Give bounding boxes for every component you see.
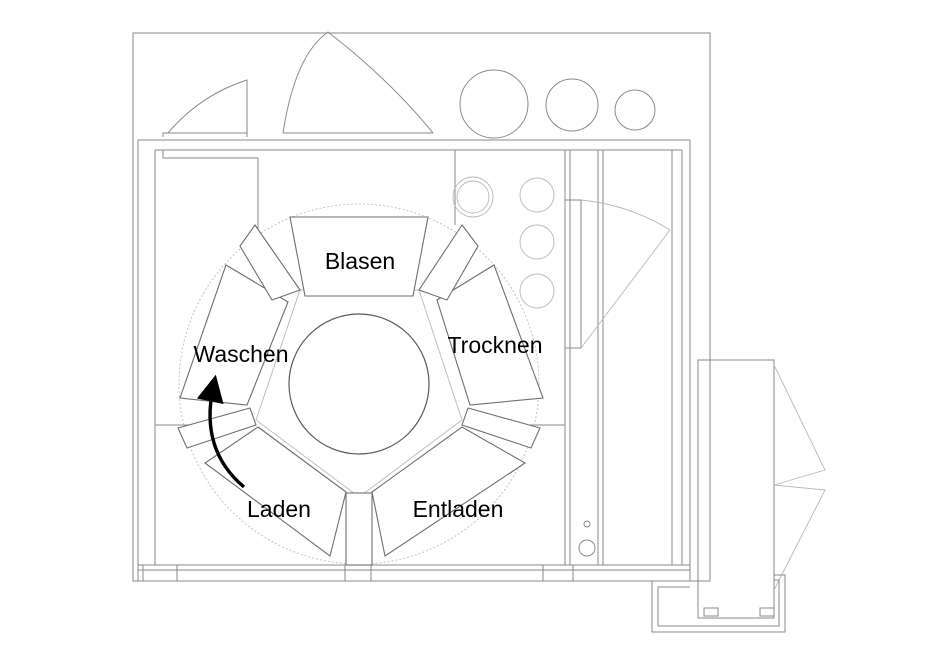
label-blasen: Blasen [325,248,395,274]
doors [162,31,434,137]
side-door [564,199,671,349]
label-entladen: Entladen [413,496,504,522]
label-trocknen: Trocknen [447,332,542,358]
label-waschen: Waschen [193,341,288,367]
station-trocknen-segment [436,264,544,406]
tank-circles [452,69,656,557]
external-unit [651,359,826,633]
station-laden-segment [204,426,347,557]
carousel [177,203,544,566]
station-blasen-segment [289,216,429,297]
station-entladen-segment [371,426,527,557]
label-laden: Laden [247,496,311,522]
rotation-arrow [196,374,246,489]
